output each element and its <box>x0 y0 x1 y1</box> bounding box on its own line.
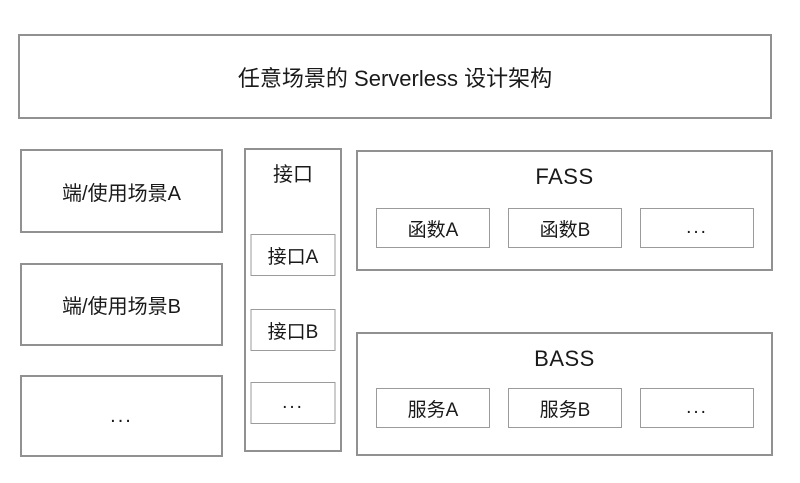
node-interface-a: 接口A <box>250 234 336 276</box>
node-function-b-label: 函数B <box>539 219 591 241</box>
node-service-a: 服务A <box>376 388 490 428</box>
container-bass-title: BASS <box>534 346 595 371</box>
node-interface-b: 接口B <box>250 309 336 351</box>
diagram-title: 任意场景的 Serverless 设计架构 <box>237 65 553 91</box>
bass-items-row: 服务A 服务B ... <box>376 388 754 428</box>
container-fass: FASS 函数A 函数B ... <box>356 150 773 271</box>
fass-items-row: 函数A 函数B ... <box>376 208 754 248</box>
container-fass-title: FASS <box>535 164 594 189</box>
node-service-b-label: 服务B <box>539 399 591 421</box>
node-service-more: ... <box>640 388 754 428</box>
node-function-a-label: 函数A <box>407 219 459 241</box>
node-client-scene-b-label: 端/使用场景B <box>62 296 181 318</box>
node-function-more-label: ... <box>686 217 708 238</box>
node-client-scene-a: 端/使用场景A <box>20 149 223 233</box>
node-interface-more: ... <box>250 382 336 424</box>
node-function-a: 函数A <box>376 208 490 248</box>
node-client-scene-more: ... <box>20 375 223 457</box>
node-function-more: ... <box>640 208 754 248</box>
node-interface-more-label: ... <box>282 392 304 413</box>
container-interfaces-title: 接口 <box>273 164 313 186</box>
node-interface-a-label: 接口A <box>267 246 319 268</box>
node-service-more-label: ... <box>686 397 708 418</box>
node-client-scene-more-label: ... <box>110 404 133 427</box>
node-service-b: 服务B <box>508 388 622 428</box>
diagram-title-box: 任意场景的 Serverless 设计架构 <box>18 34 772 119</box>
node-client-scene-b: 端/使用场景B <box>20 263 223 346</box>
node-client-scene-a-label: 端/使用场景A <box>62 182 181 205</box>
node-interface-b-label: 接口B <box>267 321 319 343</box>
node-service-a-label: 服务A <box>407 399 459 421</box>
container-interfaces: 接口 接口A 接口B ... <box>244 148 342 452</box>
container-bass: BASS 服务A 服务B ... <box>356 332 773 456</box>
node-function-b: 函数B <box>508 208 622 248</box>
